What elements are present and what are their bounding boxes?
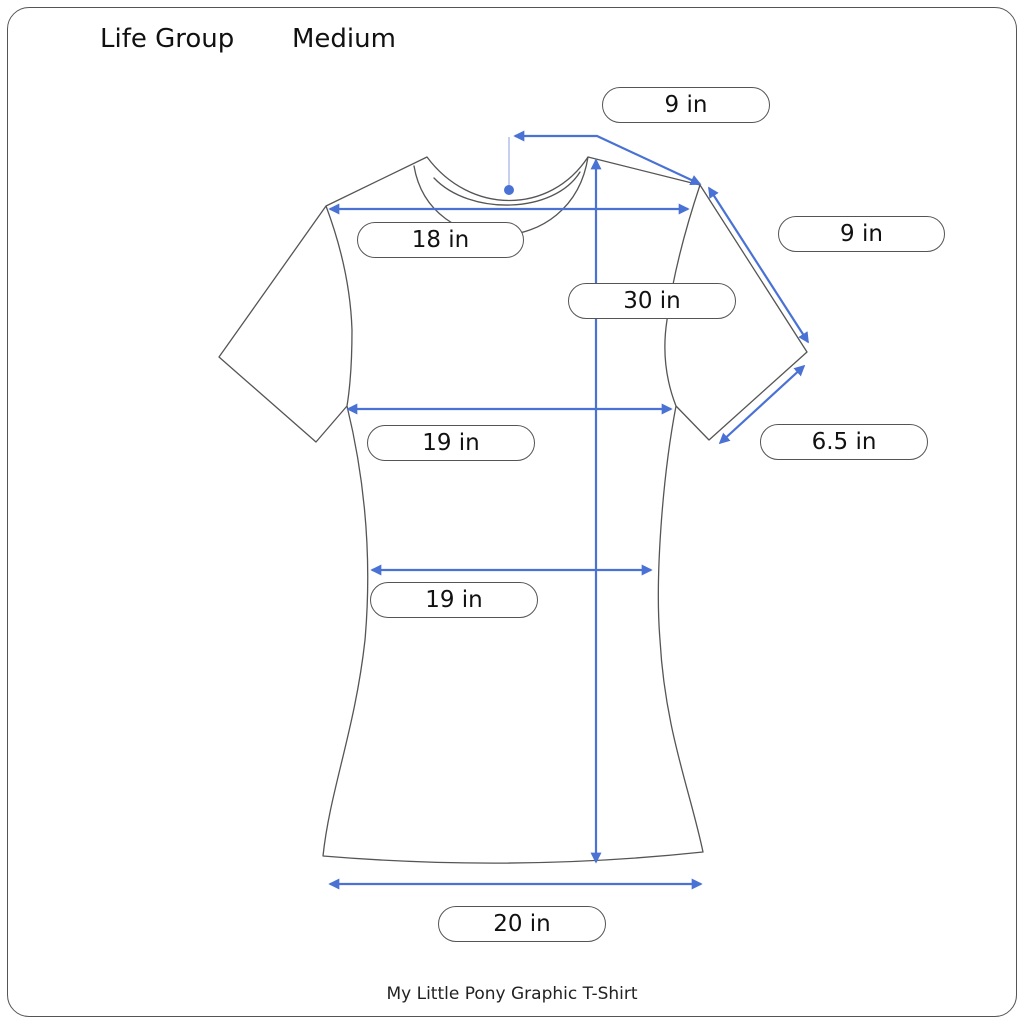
waist-width-label: 19 in — [370, 582, 538, 618]
sleeve-length-label: 9 in — [778, 216, 945, 252]
body-length-label: 30 in — [568, 283, 736, 319]
chest-width-label: 18 in — [357, 222, 524, 258]
card-frame — [7, 7, 1017, 1017]
armpit-width-label: 19 in — [367, 425, 535, 461]
brand-label: Life Group — [100, 24, 235, 54]
sleeve-opening-label: 6.5 in — [760, 424, 928, 460]
neck-to-shoulder-arrow — [513, 130, 702, 186]
sleeve-opening-arrow — [718, 364, 806, 445]
sleeve-length-arrow — [708, 186, 809, 344]
hem-width-label: 20 in — [438, 906, 606, 942]
collar-center-dot — [504, 185, 514, 195]
neck-to-shoulder-label: 9 in — [602, 87, 770, 123]
tshirt-outline — [218, 156, 808, 864]
product-caption: My Little Pony Graphic T-Shirt — [386, 984, 638, 1004]
size-label: Medium — [292, 24, 396, 54]
